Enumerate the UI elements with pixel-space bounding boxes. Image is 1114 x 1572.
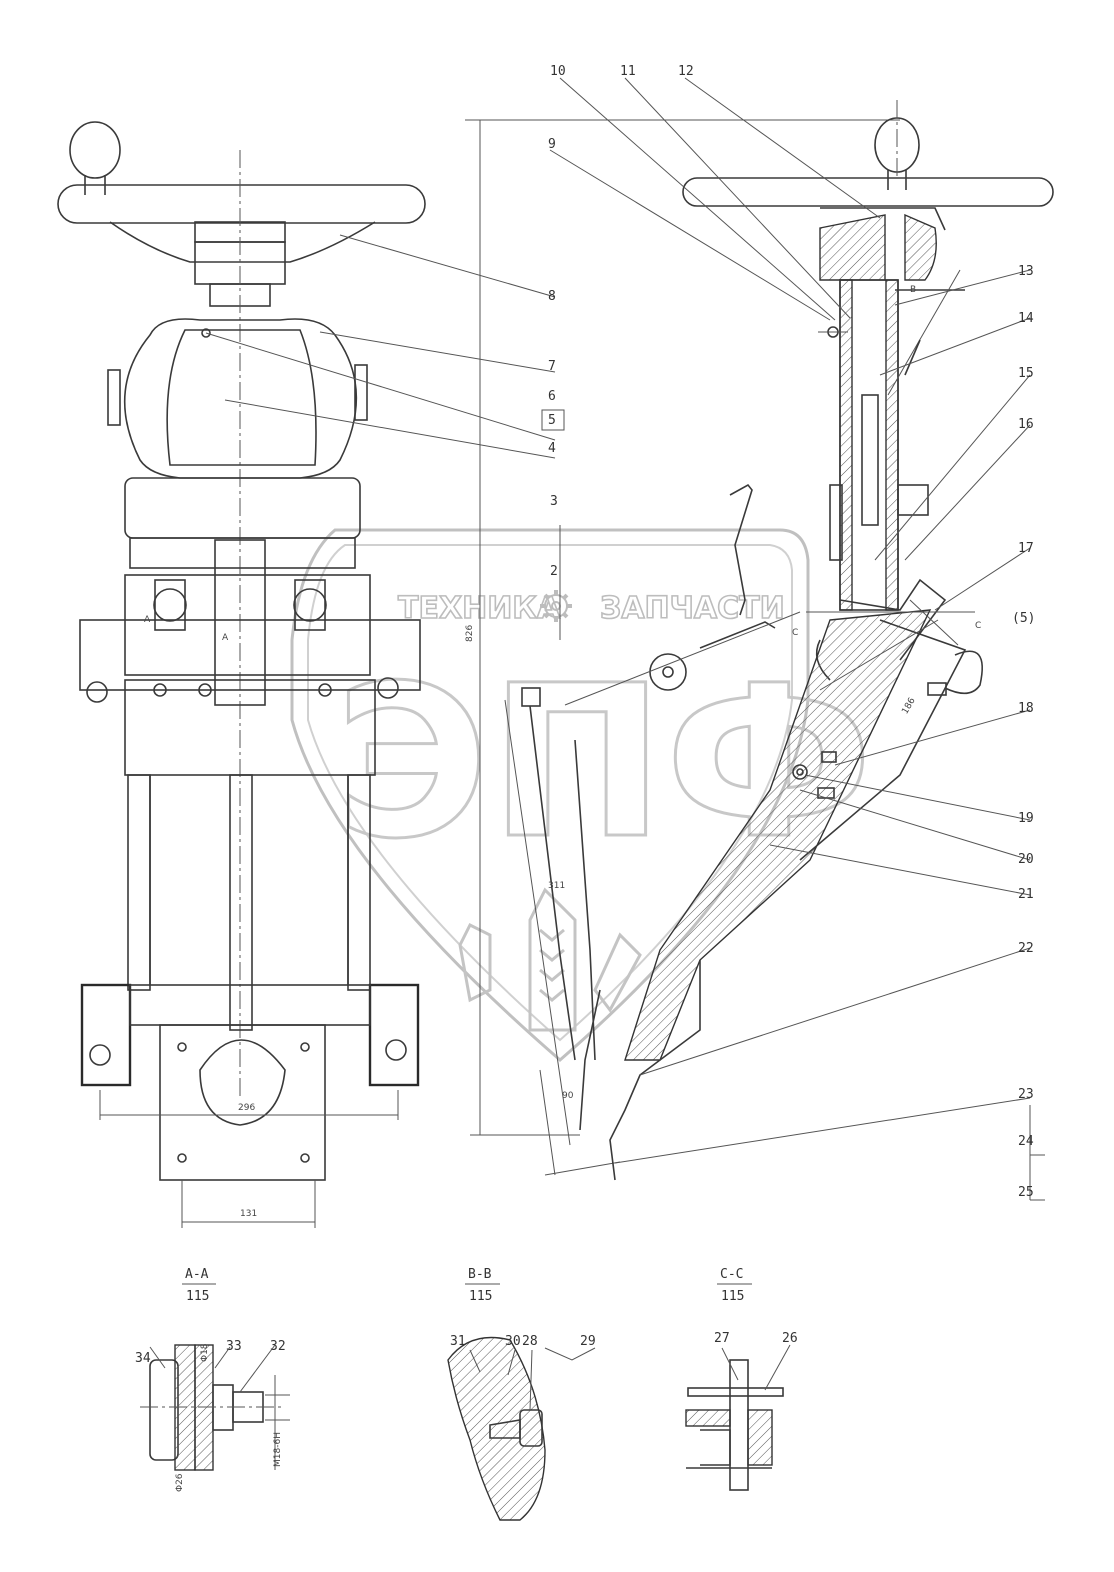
marker-a-left: A: [144, 615, 151, 625]
part-label-4: 4: [548, 441, 556, 456]
wheat-icon: [458, 887, 642, 1032]
part-label-24: 24: [1018, 1134, 1034, 1149]
dim-base-width: 296: [238, 1103, 255, 1113]
dim-plate-width: 131: [240, 1209, 257, 1219]
gear-icon: [540, 590, 572, 622]
section-b-b-scale: 115: [469, 1289, 492, 1304]
section-label-34: 34: [135, 1351, 151, 1366]
marker-c-right: C: [975, 621, 981, 631]
section-label-33: 33: [226, 1339, 242, 1354]
part-label-20: 20: [1018, 852, 1034, 867]
part-label-17: 17: [1018, 541, 1034, 556]
section-label-29: 29: [580, 1334, 596, 1349]
part-label-16: 16: [1018, 417, 1034, 432]
dim-dia-top: Φ18: [200, 1343, 210, 1362]
part-label-10: 10: [550, 64, 566, 79]
watermark-shield-inner: [307, 544, 793, 1042]
section-c-c-scale: 115: [721, 1289, 744, 1304]
part-label-9: 9: [548, 137, 556, 152]
front-dimensions: 296 131 A A: [99, 615, 399, 1228]
section-c-c-title: C-C: [720, 1267, 743, 1282]
part-label-15: 15: [1018, 366, 1034, 381]
part-label-11: 11: [620, 64, 636, 79]
section-c-c: C-C 115: [685, 1267, 791, 1491]
marker-a-right: A: [222, 633, 229, 643]
section-a-a: A-A 115 M18-6H Φ18 Φ26: [140, 1267, 290, 1492]
dim-offset: 90: [562, 1091, 574, 1101]
part-label-13: 13: [1018, 264, 1034, 279]
part-label-3: 3: [550, 494, 558, 509]
section-label-27: 27: [714, 1331, 730, 1346]
dim-column-len: 186: [900, 696, 917, 716]
marker-c-left: C: [792, 628, 798, 638]
part-label-p5p: (5): [1012, 611, 1035, 626]
part-label-2: 2: [550, 564, 558, 579]
part-label-21: 21: [1018, 887, 1034, 902]
part-label-7: 7: [548, 359, 556, 374]
section-b-b: B-B 115: [447, 1267, 596, 1521]
wheel-knob: [69, 121, 121, 195]
part-label-box: [541, 409, 565, 431]
lower-column: [80, 774, 420, 1181]
part-label-19: 19: [1018, 811, 1034, 826]
part-label-5: 5: [548, 413, 556, 428]
section-a-a-scale: 115: [186, 1289, 209, 1304]
part-label-12: 12: [678, 64, 694, 79]
watermark-brand-left: ТЕХНИКА: [398, 591, 561, 626]
part-label-8: 8: [548, 289, 556, 304]
section-label-26: 26: [782, 1331, 798, 1346]
section-label-32: 32: [270, 1339, 286, 1354]
part-label-6: 6: [548, 389, 556, 404]
part-label-22: 22: [1018, 941, 1034, 956]
section-label-28: 28: [522, 1334, 538, 1349]
part-label-14: 14: [1018, 311, 1034, 326]
part-label-23: 23: [1018, 1087, 1034, 1102]
height-dimension: 8 2 6: [465, 119, 900, 1136]
part-label-25: 25: [1018, 1185, 1034, 1200]
side-view: B C C 186: [549, 77, 1054, 1201]
part-label-18: 18: [1018, 701, 1034, 716]
dim-height: 826: [465, 625, 475, 642]
dim-dia-bottom: Φ26: [175, 1473, 185, 1492]
column-base: [79, 477, 421, 776]
dim-pedal: 311: [548, 881, 565, 891]
column-cover: [107, 234, 556, 479]
section-a-a-title: A-A: [185, 1267, 209, 1282]
dim-thread: M18-6H: [273, 1432, 283, 1467]
marker-b: B: [910, 285, 916, 295]
section-label-31: 31: [450, 1334, 466, 1349]
watermark-brand-right: ЗАПЧАСТИ: [600, 591, 785, 626]
steering-wheel: [57, 150, 426, 1100]
section-b-b-title: B-B: [468, 1267, 492, 1282]
front-view: 296 131 A A: [57, 121, 556, 1228]
